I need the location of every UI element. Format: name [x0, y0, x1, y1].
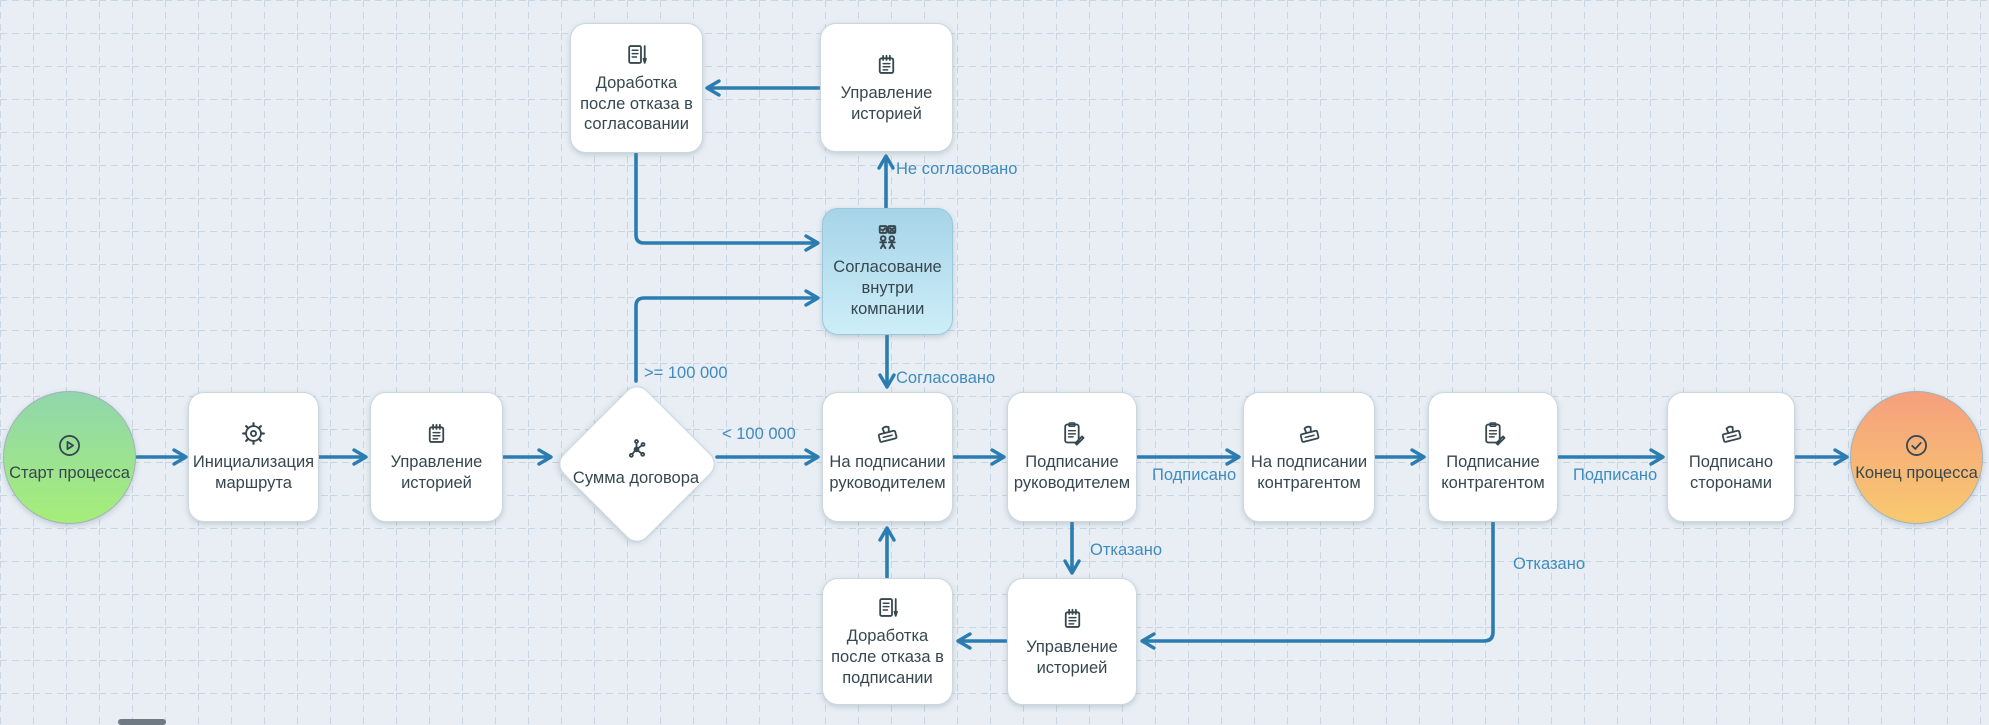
node-label: Подписано сторонами	[1688, 453, 1774, 492]
task-sign-contractor[interactable]: Подписание контрагентом	[1428, 392, 1558, 522]
branch-icon	[623, 437, 650, 464]
stamp-icon	[1718, 420, 1745, 447]
edge-label-rejected-2: Отказано	[1513, 555, 1585, 573]
check-circle-icon	[1903, 432, 1930, 459]
start-event-node[interactable]: Старт процесса	[3, 391, 136, 524]
edge-label-not-approved: Не согласовано	[896, 160, 1018, 178]
task-on-sign-contractor[interactable]: На подписании контрагентом	[1243, 392, 1375, 522]
notepad-icon	[423, 420, 450, 447]
node-label: Старт процесса	[9, 463, 130, 482]
node-label: Сумма договора	[572, 469, 700, 488]
node-label: Конец процесса	[1855, 463, 1978, 482]
node-label: Управление историей	[840, 83, 933, 123]
stamp-icon	[874, 420, 901, 447]
doc-pen-icon	[623, 41, 650, 68]
node-label: Подписание руководителем	[1013, 453, 1131, 492]
node-label: Доработка после отказа в подписании	[831, 627, 944, 687]
task-signed-parties[interactable]: Подписано сторонами	[1667, 392, 1795, 522]
gear-icon	[240, 420, 267, 447]
task-history-main[interactable]: Управление историей	[370, 392, 503, 522]
task-on-sign-head[interactable]: На подписании руководителем	[822, 392, 953, 522]
edge-label-signed-2: Подписано	[1573, 466, 1658, 484]
edge-signcontractor-to-historybottom[interactable]	[1140, 521, 1495, 650]
node-label: Инициализация маршрута	[192, 453, 315, 492]
task-approval-internal[interactable]: Согласование внутри компании	[822, 208, 953, 335]
node-label: Доработка после отказа в согласовании	[580, 73, 693, 134]
edge-label-signed-1: Подписано	[1152, 466, 1237, 484]
task-history-top[interactable]: Управление историей	[820, 23, 953, 152]
node-label: Управление историей	[1026, 637, 1118, 677]
node-label: Согласование внутри компании	[833, 258, 942, 318]
node-label: На подписании контрагентом	[1250, 453, 1368, 492]
play-circle-icon	[56, 432, 83, 459]
node-label: Подписание контрагентом	[1441, 453, 1545, 492]
stamp-icon	[1296, 420, 1323, 447]
clipboard-pen-icon	[1059, 420, 1086, 447]
edge-label-approved: Согласовано	[896, 369, 996, 387]
edge-label-lt-100000: < 100 000	[722, 425, 796, 443]
doc-pen-icon	[874, 594, 901, 621]
gateway-content: Сумма договора	[566, 412, 706, 514]
edge-label-ge-100000: >= 100 000	[644, 364, 728, 382]
clipboard-pen-icon	[1480, 420, 1507, 447]
edge-gateway-to-approval[interactable]	[634, 289, 820, 383]
notepad-icon	[873, 51, 900, 78]
end-event-node[interactable]: Конец процесса	[1850, 391, 1983, 524]
people-vote-icon	[873, 223, 902, 252]
notepad-icon	[1059, 605, 1086, 632]
node-label: На подписании руководителем	[829, 453, 946, 492]
horizontal-scrollbar-thumb[interactable]	[118, 719, 166, 725]
task-init-route[interactable]: Инициализация маршрута	[188, 392, 319, 522]
task-sign-head[interactable]: Подписание руководителем	[1007, 392, 1137, 522]
node-label: Управление историей	[390, 453, 483, 492]
task-history-bottom[interactable]: Управление историей	[1007, 578, 1137, 705]
edge-reworkapproval-to-approval[interactable]	[634, 152, 820, 252]
task-rework-approval[interactable]: Доработка после отказа в согласовании	[570, 23, 703, 153]
edge-label-rejected-1: Отказано	[1090, 541, 1162, 559]
task-rework-sign[interactable]: Доработка после отказа в подписании	[822, 578, 953, 705]
